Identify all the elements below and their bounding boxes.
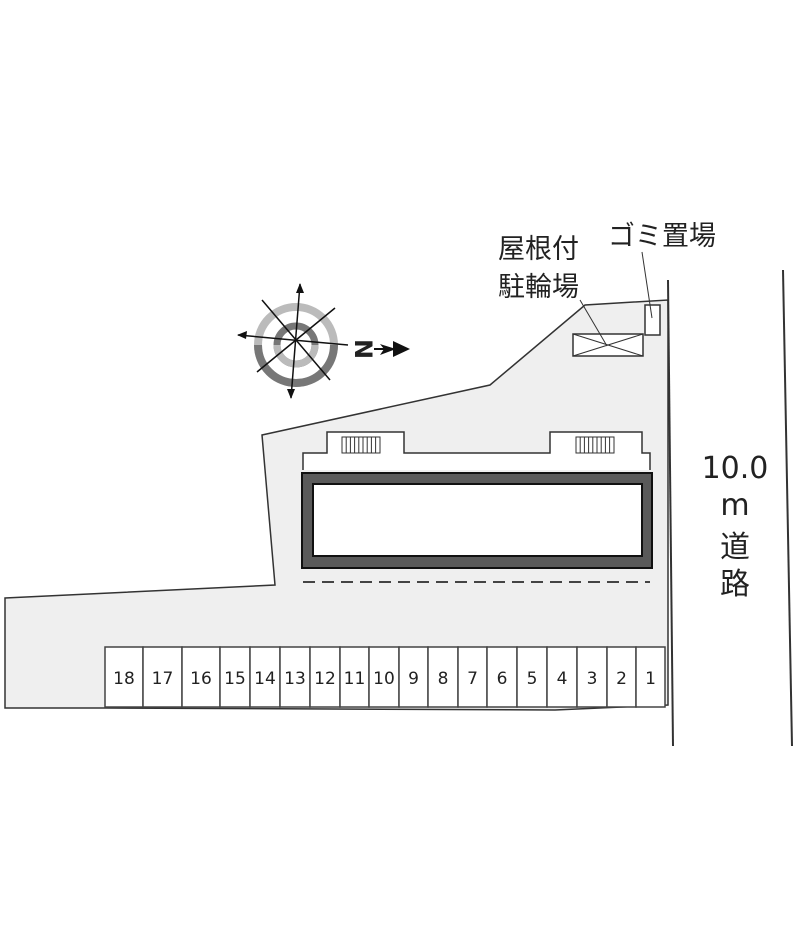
bike-parking-label-2: 駐輪場 xyxy=(498,272,579,303)
parking-stall xyxy=(516,646,548,708)
parking-stall-number: 2 xyxy=(616,669,627,689)
road-label-1: 道 xyxy=(720,530,750,565)
parking-stall-number: 16 xyxy=(190,669,212,689)
parking-stall-number: 10 xyxy=(373,669,395,689)
parking-stall-number: 8 xyxy=(438,669,449,689)
parking-stall-number: 3 xyxy=(587,669,598,689)
parking-stall-number: 17 xyxy=(152,669,174,689)
road-unit-label: m xyxy=(720,488,749,523)
parking-stall-number: 1 xyxy=(645,669,656,689)
parking-stall-number: 15 xyxy=(224,669,246,689)
parking-stall xyxy=(427,646,459,708)
parking-stall xyxy=(279,646,311,708)
parking-stall xyxy=(219,646,251,708)
bike-parking-label-1: 屋根付 xyxy=(498,234,579,265)
parking-stall-number: 7 xyxy=(467,669,478,689)
parking-stall-number: 14 xyxy=(254,669,276,689)
parking-stall xyxy=(635,646,666,708)
garbage-label: ゴミ置場 xyxy=(608,221,716,252)
parking-stall-number: 5 xyxy=(527,669,538,689)
bike-parking-icon xyxy=(572,333,644,357)
bike-leader-line xyxy=(579,299,608,347)
parking-stall-number: 12 xyxy=(314,669,336,689)
parking-stall xyxy=(398,646,429,708)
parking-stall xyxy=(181,646,221,708)
balcony-outline xyxy=(302,431,651,470)
building-interior xyxy=(312,483,643,557)
parking-stall xyxy=(104,646,144,708)
parking-stall xyxy=(249,646,281,708)
stairs-icon xyxy=(575,436,615,454)
parking-stall-number: 13 xyxy=(284,669,306,689)
road-edge-left xyxy=(667,279,674,747)
parking-stall xyxy=(606,646,637,708)
garbage-leader-line xyxy=(641,251,653,319)
parking-stall xyxy=(339,646,370,708)
road-label-2: 路 xyxy=(720,567,750,602)
parking-stall-number: 4 xyxy=(557,669,568,689)
parking-stall-number: 6 xyxy=(497,669,508,689)
road-width-label: 10.0 xyxy=(702,451,769,486)
north-label: N xyxy=(349,339,377,359)
parking-stall xyxy=(576,646,608,708)
parking-stall-number: 18 xyxy=(113,669,135,689)
parking-stall xyxy=(309,646,341,708)
parking-stall xyxy=(457,646,488,708)
parking-stall-number: 9 xyxy=(408,669,419,689)
stairs-icon xyxy=(341,436,381,454)
parking-stall-number: 11 xyxy=(344,669,366,689)
parking-stall xyxy=(368,646,400,708)
garbage-area-icon xyxy=(644,304,661,336)
road-edge-right xyxy=(782,269,793,747)
compass-icon: N xyxy=(237,283,410,399)
parking-stall xyxy=(546,646,578,708)
